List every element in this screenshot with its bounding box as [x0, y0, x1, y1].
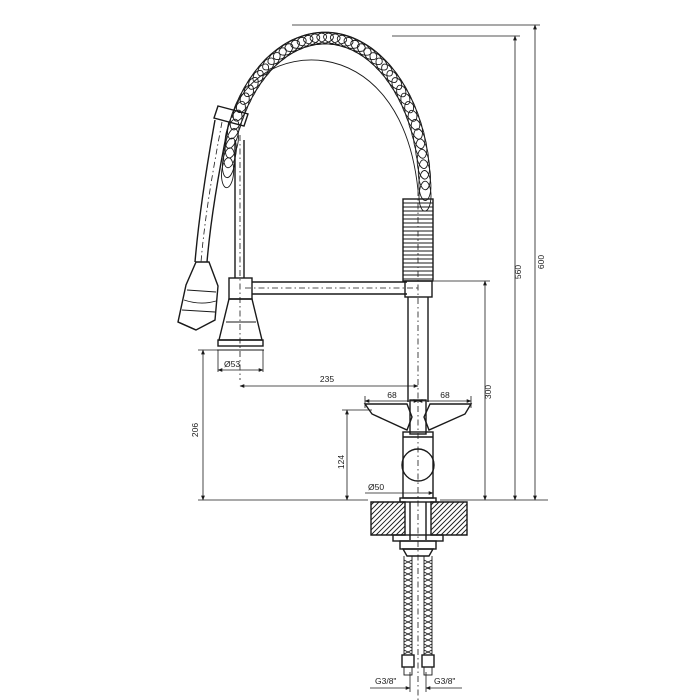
spring-coil [221, 31, 432, 212]
supply-hoses [401, 556, 435, 676]
dim-label-235: 235 [320, 374, 334, 384]
dim-body-height: 124 [336, 409, 372, 501]
spout-arm [245, 281, 420, 295]
spout-collar [404, 280, 433, 298]
cross-handle-levers [363, 399, 473, 435]
dim-label-68-right: 68 [440, 390, 450, 400]
spray-hose [194, 119, 230, 263]
dim-lever-widths: 68 68 [364, 390, 472, 408]
dim-spout-height: 300 [434, 280, 493, 501]
dim-label-d50: Ø50 [368, 482, 384, 492]
dim-height-to-spout: 560 [392, 35, 523, 501]
dim-label-68-left: 68 [387, 390, 397, 400]
dim-inlet-threads: G3/8" G3/8" [370, 672, 462, 692]
docked-spray-head [217, 277, 264, 351]
dim-label-d53: Ø53 [224, 359, 240, 369]
pullout-spray-head [177, 261, 219, 331]
dim-label-inlet-left: G3/8" [375, 676, 396, 686]
mixer-body [399, 431, 437, 503]
dim-label-300: 300 [483, 385, 493, 399]
dim-spray-diameter: Ø53 [217, 350, 264, 372]
counter-deck [370, 501, 468, 536]
dim-label-124: 124 [336, 455, 346, 469]
dim-label-600: 600 [536, 255, 546, 269]
dim-body-diameter: Ø50 [365, 482, 434, 495]
hose-nozzle-top [213, 105, 249, 127]
hose-guide-rod [234, 135, 245, 380]
dim-spout-reach: 235 [239, 374, 419, 388]
dim-spray-head-height: 206 [190, 349, 368, 501]
dim-overall-height: 600 [292, 24, 548, 501]
dim-label-560: 560 [513, 265, 523, 279]
dim-label-206: 206 [190, 423, 200, 437]
dim-label-inlet-right: G3/8" [434, 676, 455, 686]
mounting-shank [392, 502, 444, 557]
